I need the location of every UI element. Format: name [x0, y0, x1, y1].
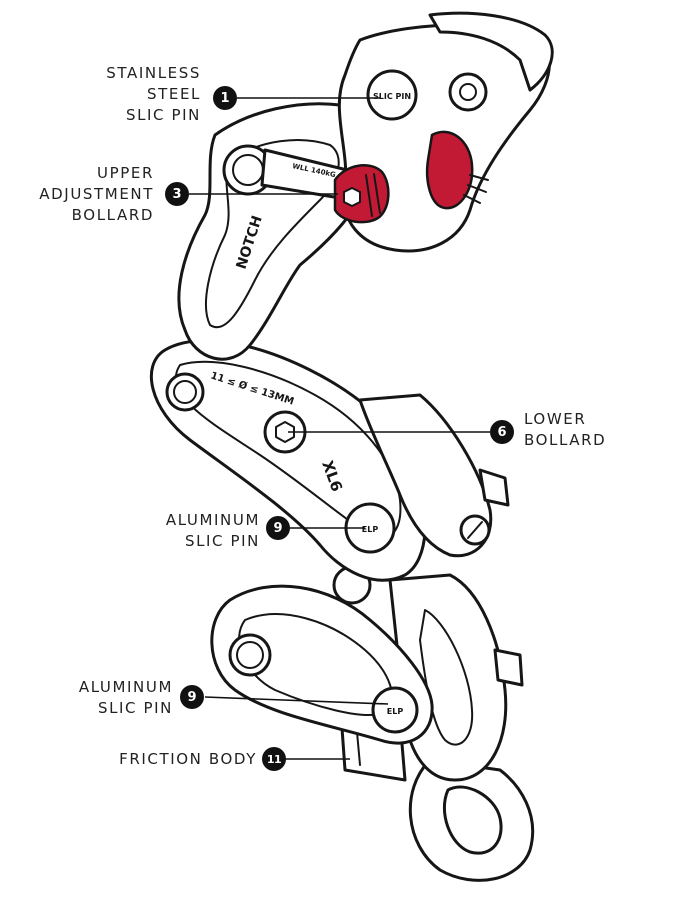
- top-right-gear: [448, 72, 488, 112]
- top-head-back-plate: [428, 11, 554, 92]
- leader-9b: [204, 696, 389, 705]
- lower-aluminum-pin: [371, 686, 419, 734]
- lower-bollard-hex: [275, 421, 295, 443]
- middle-plate-hole: [165, 372, 205, 412]
- lower-lever-hole: [228, 633, 272, 677]
- callout-label-stainless-steel-slic-pin: STAINLESS STEEL SLIC PIN: [106, 64, 201, 124]
- cam-teeth: [463, 174, 489, 204]
- callout-badge-3: 3: [165, 182, 189, 206]
- callout-label-friction-body: FRICTION BODY: [119, 750, 257, 768]
- lower-pin-mark: ELP: [387, 707, 404, 716]
- callout-label-upper-adjustment-bollard: UPPER ADJUSTMENT BOLLARD: [39, 164, 154, 224]
- pin-top-engraving: SLIC PIN: [373, 92, 411, 101]
- callout-badge-1: 1: [213, 86, 237, 110]
- callout-badge-9-upper: 9: [266, 516, 290, 540]
- bottom-ring-hole: [442, 785, 503, 855]
- right-screw-slot: [467, 521, 483, 539]
- upper-bollard-ridges: [365, 173, 381, 217]
- callout-label-aluminum-slic-pin-lower: ALUMINUM SLIC PIN: [78, 678, 173, 717]
- upper-arm-slot: [204, 139, 340, 329]
- right-knob: [493, 648, 524, 687]
- top-right-gear-inner: [459, 83, 477, 101]
- upper-pin-mark: ELP: [362, 525, 379, 534]
- callout-label-lower-bollard: LOWER BOLLARD: [524, 410, 607, 449]
- callout-badge-11: 11: [262, 747, 286, 771]
- stainless-steel-pin: [366, 69, 418, 121]
- lower-lever-hole-inner: [236, 641, 264, 669]
- upper-bollard-hex: [343, 186, 361, 208]
- right-side-tab: [478, 468, 510, 507]
- callout-badge-9-lower: 9: [180, 685, 204, 709]
- callout-badge-6: 6: [490, 420, 514, 444]
- right-cam-plate: [358, 393, 493, 558]
- callout-label-aluminum-slic-pin-upper: ALUMINUM SLIC PIN: [165, 511, 260, 550]
- middle-plate-hole-inner: [173, 380, 197, 404]
